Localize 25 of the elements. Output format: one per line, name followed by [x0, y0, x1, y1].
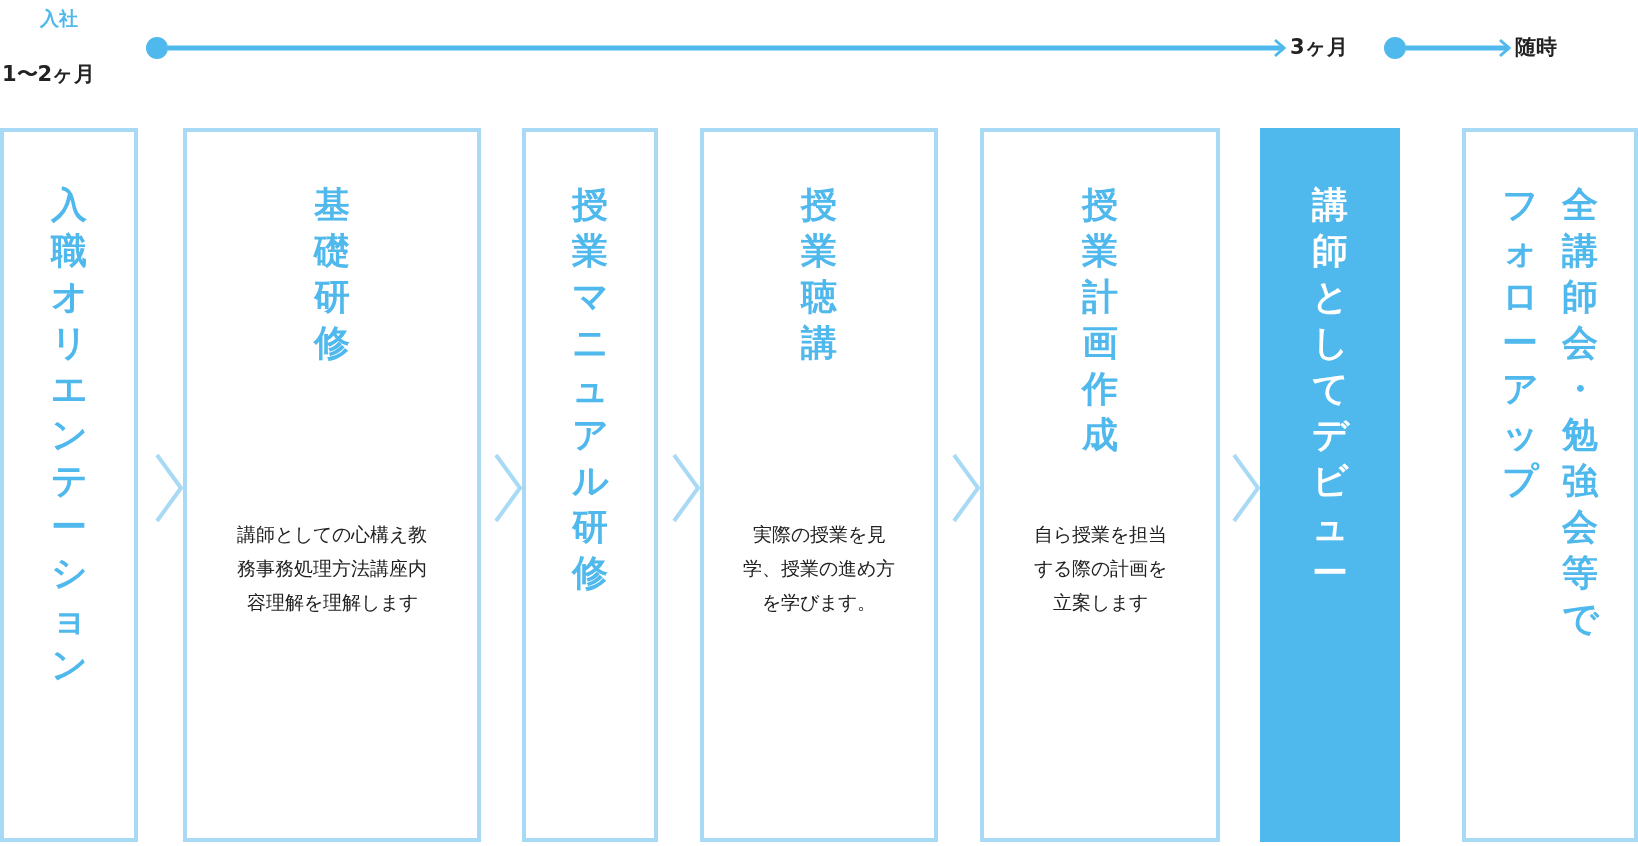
step-title: 授業聴講 — [799, 183, 838, 365]
timeline-dot — [1384, 37, 1406, 59]
timeline-arrow — [168, 38, 1286, 58]
step-description: 講師としての心構え教務事務処理方法講座内容理解を理解します — [237, 522, 427, 615]
step-description: 実際の授業を見学、授業の進め方を学びます。 — [742, 522, 896, 615]
step-panel — [980, 128, 1220, 842]
step-panel — [700, 128, 938, 842]
step-panel — [1260, 128, 1400, 842]
timeline-dot — [146, 37, 168, 59]
step-panel — [1462, 128, 1638, 842]
step-title: 授業計画作成 — [1080, 183, 1119, 457]
timeline-arrow — [1406, 38, 1511, 58]
step-panel — [0, 128, 138, 842]
step-title: 基礎研修 — [312, 183, 351, 365]
step-title: 全講師会・勉強会等でフォローアップ — [1500, 183, 1600, 641]
step-title: 講師としてデビュー — [1310, 183, 1350, 595]
time-label: 1〜2ヶ月 — [2, 61, 96, 88]
time-label: 入社 — [40, 6, 78, 31]
step-description: 自ら授業を担当する際の計画を立案します — [1032, 522, 1168, 615]
timeline-label: 3ヶ月 — [1290, 33, 1348, 61]
step-title: 授業マニュアル研修 — [570, 183, 610, 595]
step-panel — [183, 128, 481, 842]
step-title: 入職オリエンテーション — [49, 183, 89, 687]
timeline-label: 随時 — [1515, 33, 1557, 61]
step-panel — [522, 128, 658, 842]
